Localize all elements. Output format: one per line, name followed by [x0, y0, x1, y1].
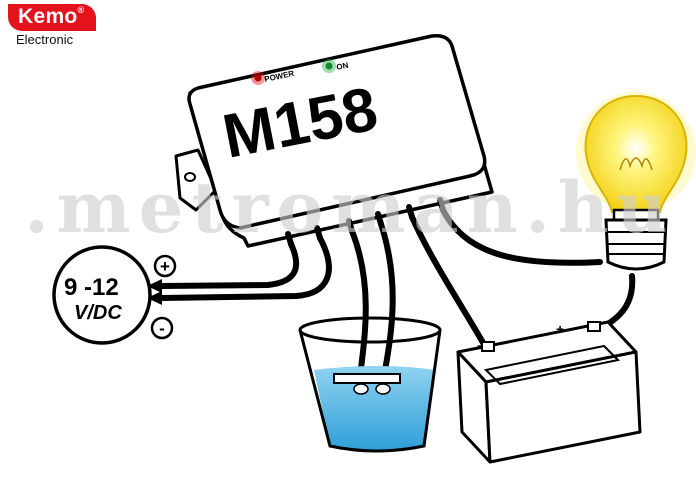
- water: [314, 366, 436, 450]
- watermark: .metroman.hu: [24, 166, 676, 249]
- battery: + -: [456, 320, 642, 464]
- supply-minus-sign: -: [159, 319, 165, 338]
- battery-terminal-left: [481, 341, 495, 352]
- mounting-flange: [174, 148, 218, 212]
- on-led: ON: [322, 59, 349, 73]
- brand-name: Kemo: [18, 5, 78, 28]
- supply-arrow-negative: [147, 291, 162, 305]
- wire-supply-positive: [159, 241, 300, 289]
- probe-contact-2: [375, 383, 391, 395]
- power-supply: 9 -12 V/DC + -: [52, 245, 177, 345]
- on-led-label: ON: [336, 61, 350, 72]
- bulb-filament: [619, 157, 653, 171]
- water-glass: [298, 316, 442, 453]
- mounting-hole: [184, 172, 196, 182]
- power-led-core: [254, 74, 262, 82]
- on-led-core: [325, 62, 333, 70]
- wire-probe-2: [378, 221, 396, 379]
- module-enclosure: [174, 33, 494, 248]
- water-probe: [333, 373, 401, 384]
- supply-arrow-positive: [147, 279, 162, 293]
- brand-registered-mark: ®: [77, 5, 85, 15]
- battery-minus-sign: -: [477, 337, 482, 353]
- probe-contact-1: [353, 383, 369, 395]
- supply-voltage: 9 -12: [64, 274, 119, 301]
- enclosure-top-face: [187, 33, 487, 230]
- wire-probe-1: [349, 228, 369, 379]
- supply-unit: V/DC: [74, 302, 122, 324]
- battery-plus-sign: +: [556, 321, 564, 337]
- supply-minus-badge: [150, 316, 174, 340]
- wire-battery: [409, 214, 489, 351]
- brand-badge: Kemo®: [8, 4, 97, 31]
- battery-lid: [483, 344, 621, 386]
- wire-supply-negative: [159, 235, 332, 301]
- battery-terminal-right: [587, 321, 601, 332]
- brand-subtitle: Electronic: [16, 32, 74, 47]
- supply-circle: [52, 245, 152, 345]
- brand-logo: Kemo® Electronic: [8, 4, 97, 47]
- wires: [159, 197, 636, 379]
- light-bulb: [576, 92, 696, 271]
- wire-lamp: [440, 207, 603, 266]
- supply-plus-badge: [153, 254, 177, 278]
- glass-rim: [298, 316, 442, 344]
- glass-body: [298, 329, 442, 453]
- supply-plus-sign: +: [160, 257, 170, 276]
